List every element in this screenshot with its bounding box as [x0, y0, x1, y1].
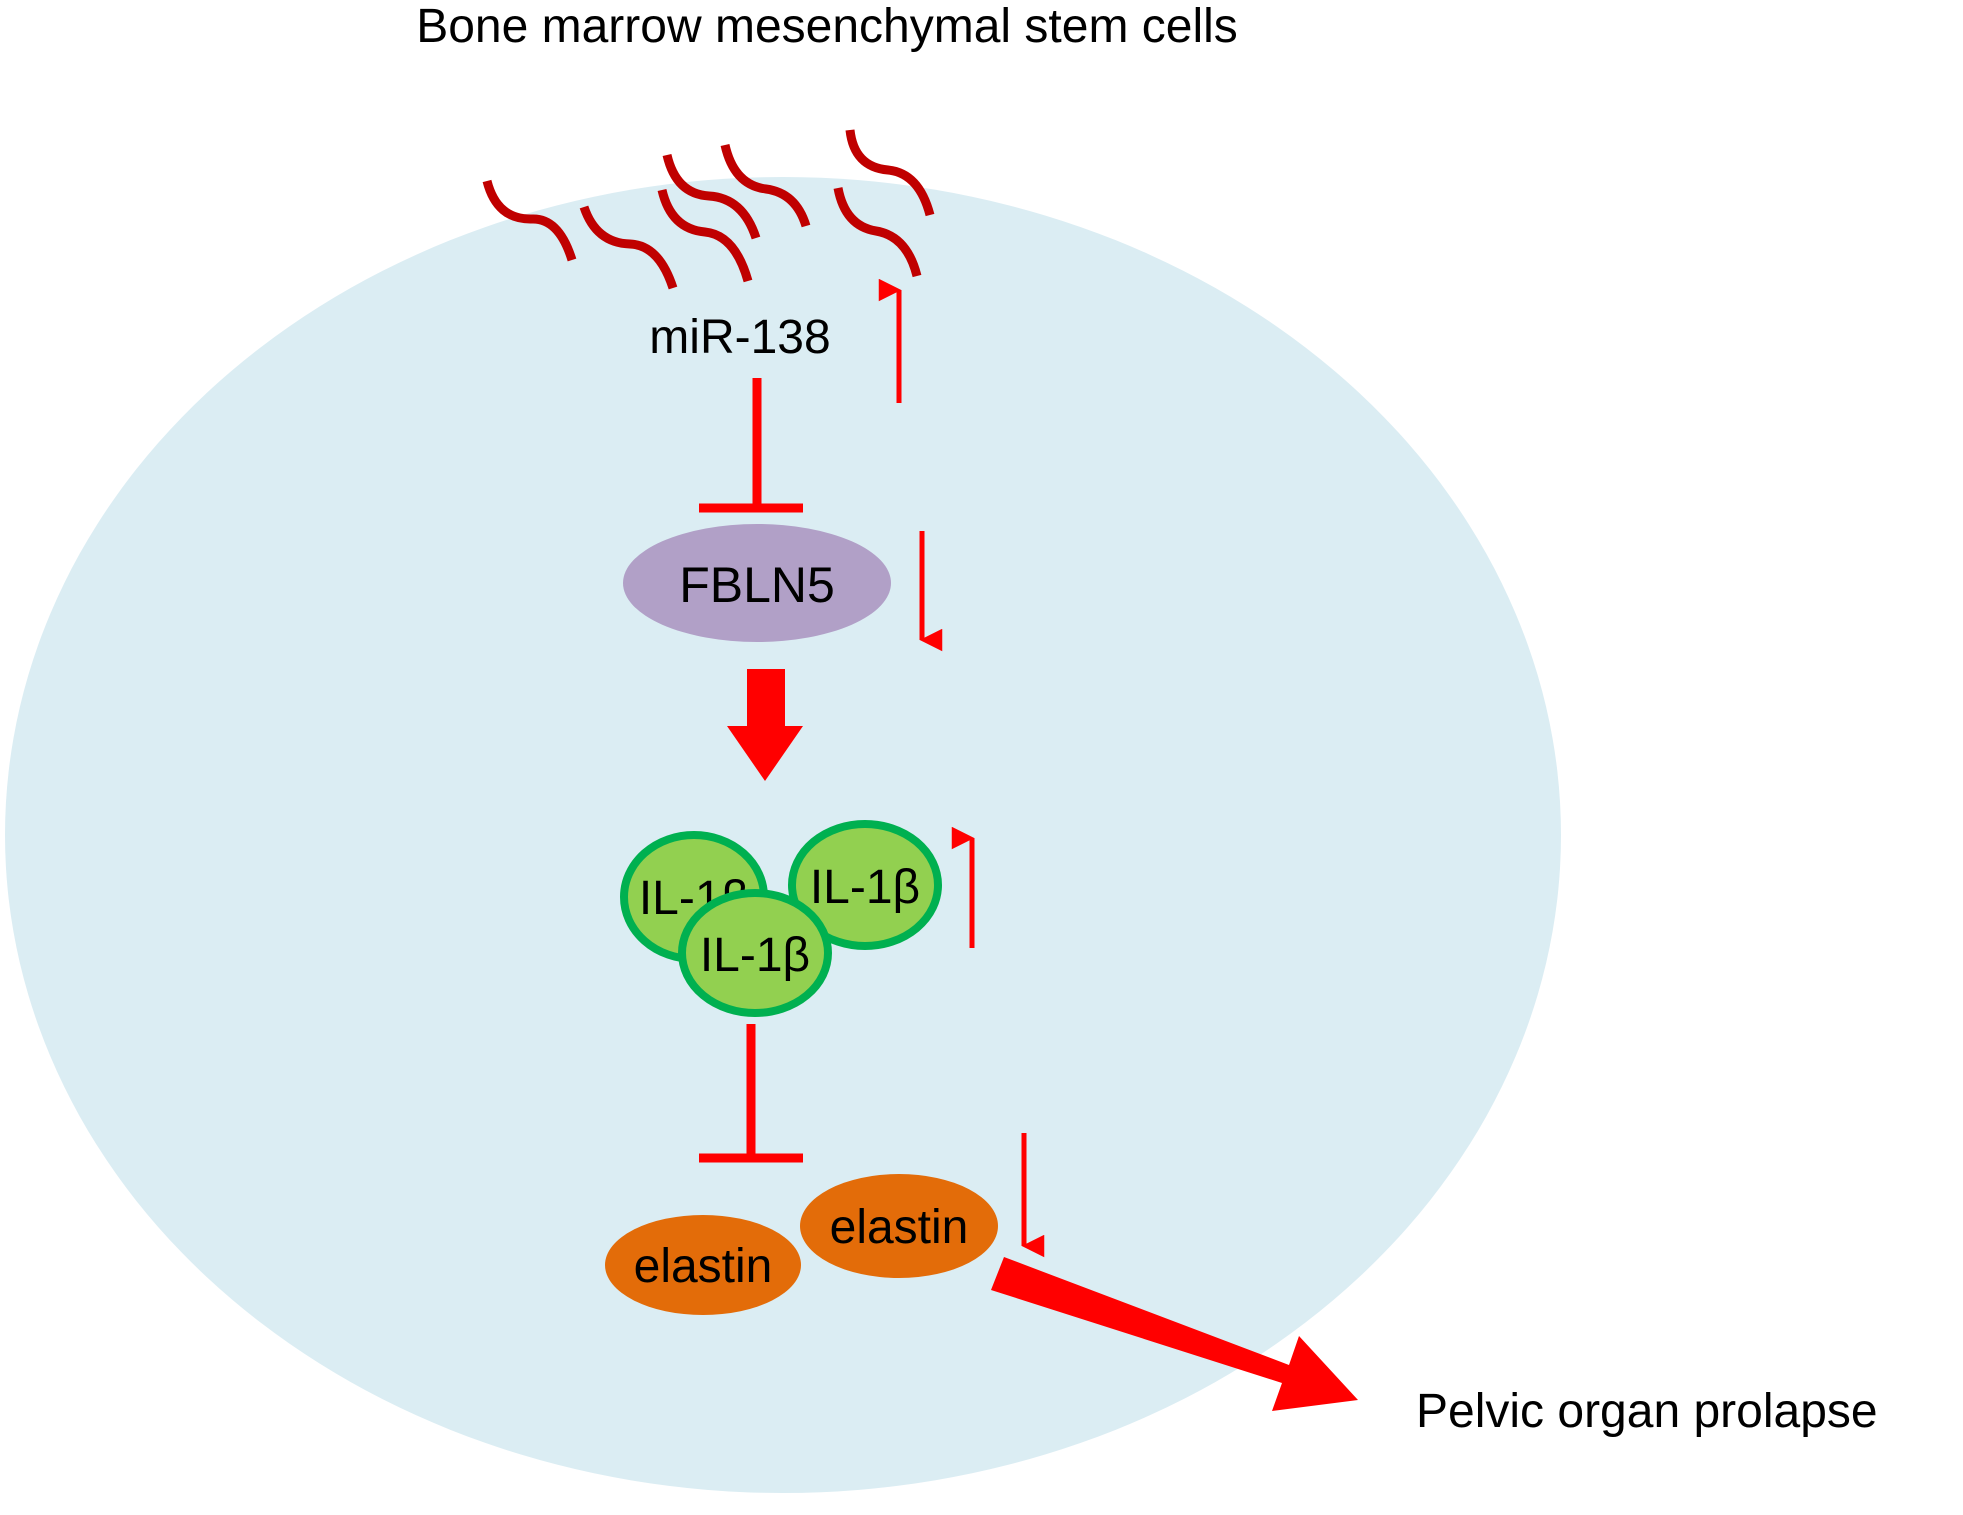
outcome-label: Pelvic organ prolapse — [1416, 1385, 1878, 1438]
diagram-title: Bone marrow mesenchymal stem cells — [416, 0, 1238, 53]
elastin-label: elastin — [634, 1240, 773, 1293]
il1b-node — [678, 889, 832, 1017]
il1b-cluster: IL-1β IL-1β IL-1β — [620, 820, 942, 1017]
elastin-node — [800, 1174, 998, 1278]
mirna-strand — [579, 205, 678, 290]
mirna-strand — [482, 179, 577, 262]
elastin-node — [605, 1215, 801, 1315]
il1b-node — [788, 820, 942, 950]
mirna-strand — [845, 129, 935, 217]
fbln5-node — [623, 524, 891, 642]
mirna-strand — [657, 188, 753, 283]
elastin-label: elastin — [830, 1201, 969, 1254]
mirna-strand — [720, 143, 811, 228]
activation-fbln5-il1b-arrow — [727, 669, 803, 781]
inhibition-il1b-elastin — [699, 1024, 803, 1163]
inhibition-mirna-fbln5 — [699, 378, 803, 513]
il1b-label: IL-1β — [700, 929, 810, 982]
il1b-label: IL-1β — [810, 861, 920, 914]
activation-elastin-outcome-arrow — [991, 1257, 1358, 1411]
mirna-strand — [833, 187, 922, 278]
fbln5-label: FBLN5 — [679, 557, 835, 613]
mirna-strand — [662, 153, 761, 240]
mirna-label: miR-138 — [649, 311, 830, 364]
cell-body — [5, 177, 1561, 1493]
mirna-strands — [482, 129, 935, 290]
